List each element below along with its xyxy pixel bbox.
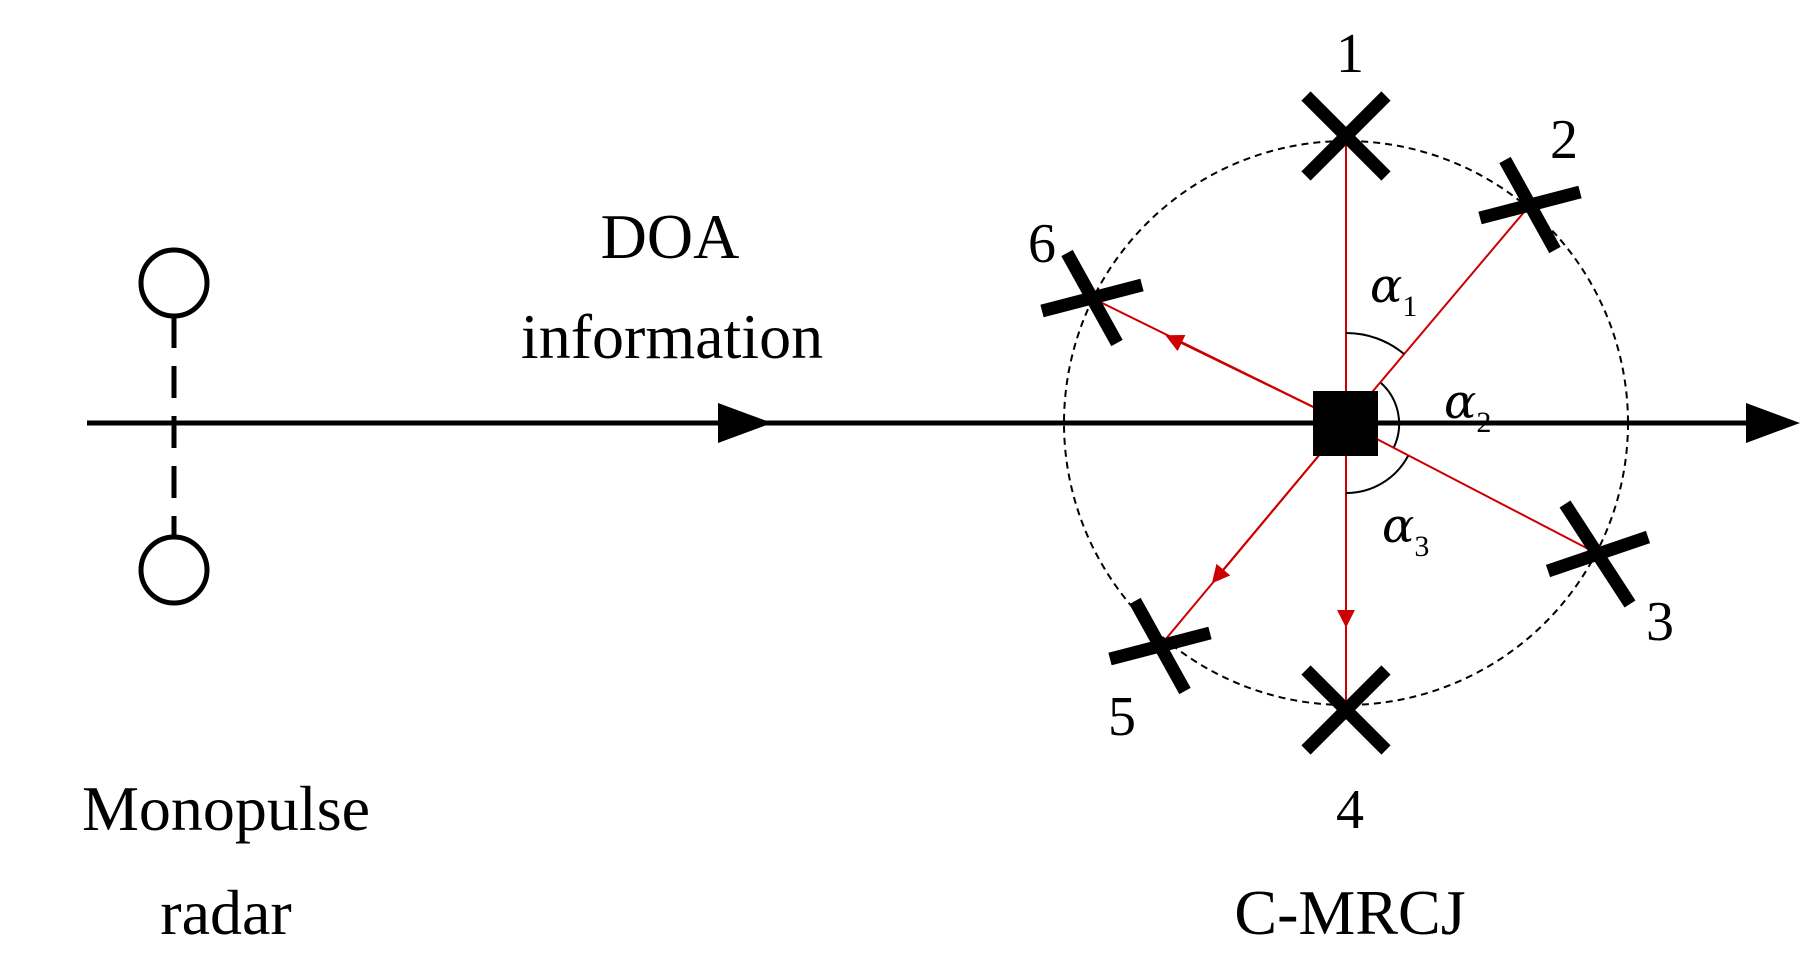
doa-label-line1: DOA [601,201,740,272]
jammer-label-2: 2 [1550,109,1578,171]
monopulse-radar-symbol [138,247,210,606]
radar-label-line1: Monopulse [82,773,370,844]
jammer-markers [1040,91,1651,755]
doa-label-line2: information [521,301,823,372]
vector-to-jammer-3 [1345,422,1599,555]
jammer-label-1: 1 [1336,23,1364,85]
doa-axis [87,403,1800,443]
angle-label-alpha-2: α2 [1444,374,1491,439]
jammer-5-cross-icon [1108,597,1212,695]
jammer-2-cross-icon [1478,156,1582,254]
jammer-label-5: 5 [1108,686,1136,748]
radar-bottom-circle [138,534,210,606]
jammer-4-x-icon [1301,665,1391,755]
angle-label-alpha-3: α3 [1382,498,1429,563]
jammer-1-x-icon [1301,91,1391,181]
angle-arc-2 [1380,382,1401,448]
jammer-label-4: 4 [1336,779,1364,841]
angle-arc-3 [1345,455,1409,495]
formation-circle [1063,140,1629,706]
angle-arcs [1345,331,1409,495]
jammer-label-6: 6 [1028,213,1056,275]
vector-to-jammer-2 [1345,204,1531,424]
radar-top-circle [138,247,210,319]
jammer-6-cross-icon [1040,249,1144,347]
angle-label-alpha-1: α1 [1370,258,1417,323]
central-jammer-square [1313,391,1378,456]
jammer-3-cross-icon [1545,500,1651,608]
radar-label-line2: radar [160,877,291,948]
doa-end-arrowhead [1746,403,1800,443]
doa-mid-arrowhead [718,403,772,443]
jammer-label-3: 3 [1646,591,1674,653]
jammer-system-label: C-MRCJ [1234,877,1465,948]
angle-arc-1 [1345,331,1405,355]
